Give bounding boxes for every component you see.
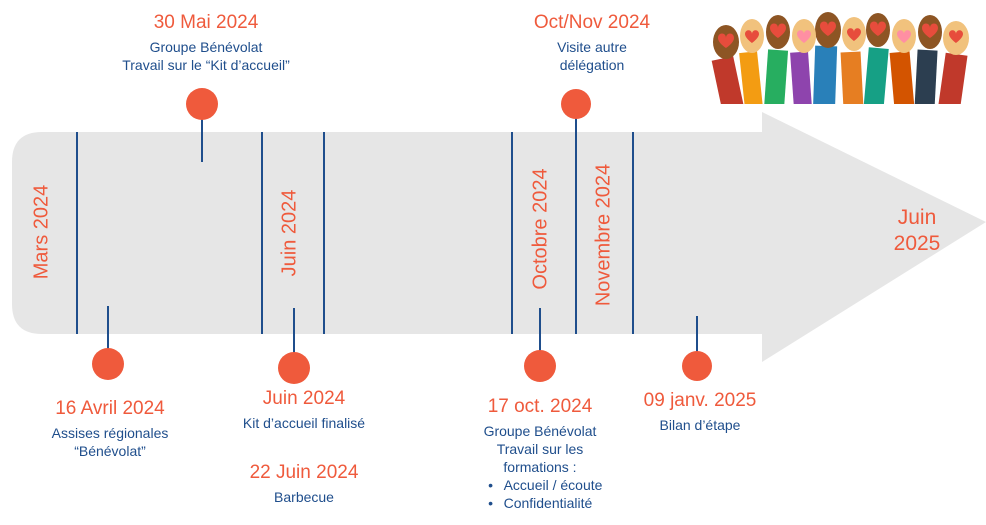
event-date: 09 janv. 2025 bbox=[643, 390, 757, 411]
event-date: 22 Juin 2024 bbox=[249, 462, 359, 483]
topic-list: Accueil / écoute Confidentialité bbox=[478, 476, 603, 512]
event-juin-2024: Juin 2024 Kit d’accueil finalisé bbox=[214, 388, 394, 432]
month-label-juin-2024: Juin 2024 bbox=[278, 189, 301, 277]
event-22-juin-2024: 22 Juin 2024 Barbecue bbox=[214, 462, 394, 506]
event-oct-nov-2024: Oct/Nov 2024 Visite autre délégation bbox=[512, 12, 672, 74]
raised-hands-hearts-illustration bbox=[708, 0, 980, 104]
month-label-octobre-2024: Octobre 2024 bbox=[529, 168, 552, 290]
month-label-novembre-2024: Novembre 2024 bbox=[592, 163, 615, 307]
event-marker bbox=[92, 348, 124, 380]
event-marker bbox=[186, 88, 218, 120]
event-marker bbox=[524, 350, 556, 382]
event-desc-line: Bilan d’étape bbox=[659, 417, 741, 433]
event-marker bbox=[682, 351, 712, 381]
event-date: Juin 2024 bbox=[262, 388, 346, 409]
event-09-janv-2025: 09 janv. 2025 Bilan d’étape bbox=[612, 390, 788, 434]
event-desc-line: Visite autre bbox=[557, 39, 627, 55]
event-desc-line: “Bénévolat” bbox=[74, 443, 146, 459]
event-desc-line: formations : bbox=[503, 459, 577, 475]
month-label-mars-2024: Mars 2024 bbox=[30, 184, 53, 280]
event-date: 30 Mai 2024 bbox=[153, 12, 259, 33]
event-desc-line: Assises régionales bbox=[51, 425, 169, 441]
end-label: Juin 2025 bbox=[893, 206, 941, 255]
event-desc-line: Groupe Bénévolat bbox=[149, 39, 263, 55]
event-marker bbox=[561, 89, 591, 119]
event-16-avril-2024: 16 Avril 2024 Assises régionales “Bénévo… bbox=[22, 398, 198, 460]
event-desc-line: délégation bbox=[559, 57, 625, 73]
event-desc-line: Barbecue bbox=[274, 489, 334, 505]
event-desc-line: Travail sur les bbox=[496, 441, 584, 457]
event-30-mai-2024: 30 Mai 2024 Groupe Bénévolat Travail sur… bbox=[96, 12, 316, 74]
topic-item: Accueil / écoute bbox=[478, 476, 603, 494]
event-date: 16 Avril 2024 bbox=[55, 398, 165, 419]
event-17-oct-2024: 17 oct. 2024 Groupe Bénévolat Travail su… bbox=[444, 396, 636, 513]
event-desc-line: Groupe Bénévolat bbox=[483, 423, 597, 439]
event-date: Oct/Nov 2024 bbox=[533, 12, 651, 33]
topic-item: Confidentialité bbox=[478, 494, 603, 512]
event-marker bbox=[278, 352, 310, 384]
event-date: 17 oct. 2024 bbox=[487, 396, 593, 417]
event-desc-line: Kit d’accueil finalisé bbox=[242, 415, 366, 431]
event-desc-line: Travail sur le “Kit d’accueil” bbox=[122, 57, 290, 73]
